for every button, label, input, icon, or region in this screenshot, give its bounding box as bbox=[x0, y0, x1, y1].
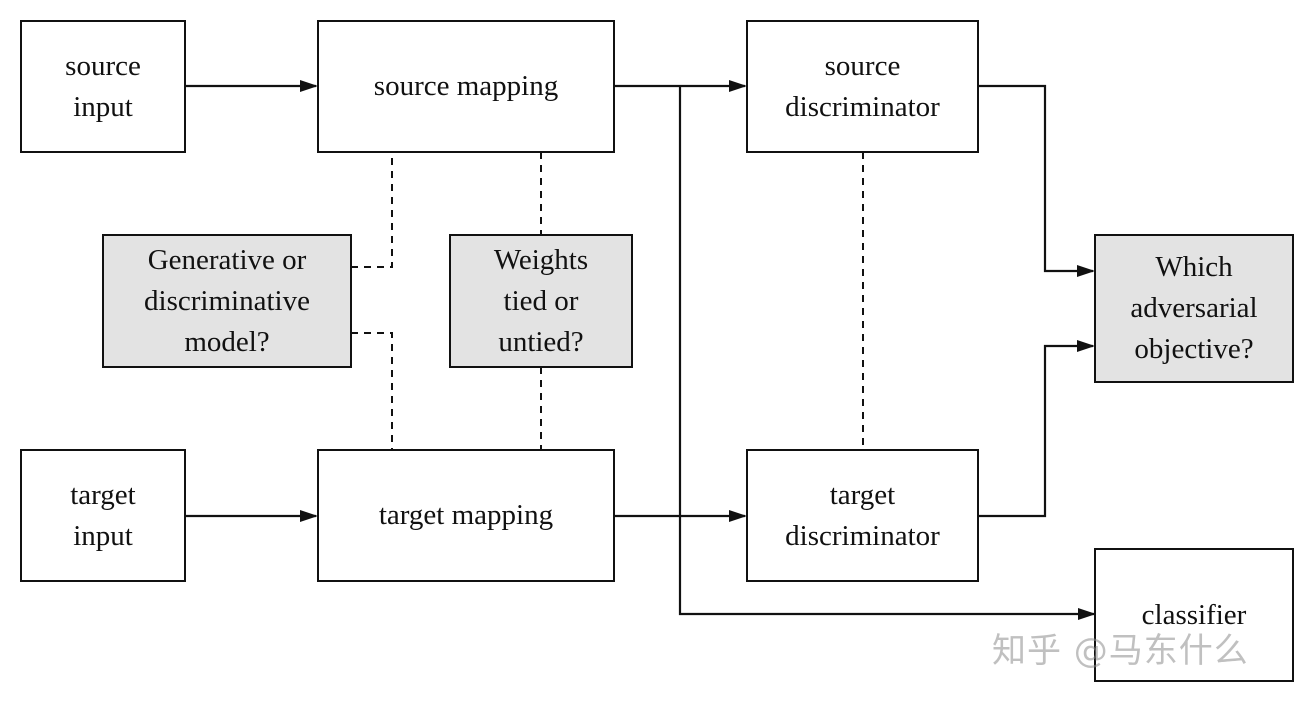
source-mapping-box: source mapping bbox=[317, 20, 615, 153]
edge-source-discriminator-to-objective bbox=[978, 84, 1095, 277]
target-mapping-box: target mapping bbox=[317, 449, 615, 582]
target-discriminator-box: target discriminator bbox=[746, 449, 979, 582]
source-input-box: source input bbox=[20, 20, 186, 153]
edge-source-mapping-to-classifier bbox=[678, 86, 1096, 620]
classifier-box: classifier bbox=[1094, 548, 1294, 682]
adversarial-objective-question: Which adversarial objective? bbox=[1094, 234, 1294, 383]
edge-target-discriminator-to-objective bbox=[978, 340, 1095, 518]
generative-or-discriminative-question: Generative or discriminative model? bbox=[102, 234, 352, 368]
dashed-generative-to-target-mapping bbox=[351, 332, 393, 449]
zhihu-watermark: 知乎 @马东什么 bbox=[992, 631, 1249, 671]
weights-tied-question: Weights tied or untied? bbox=[449, 234, 633, 368]
dashed-generative-to-source-mapping bbox=[351, 152, 393, 268]
target-input-box: target input bbox=[20, 449, 186, 582]
source-discriminator-box: source discriminator bbox=[746, 20, 979, 153]
